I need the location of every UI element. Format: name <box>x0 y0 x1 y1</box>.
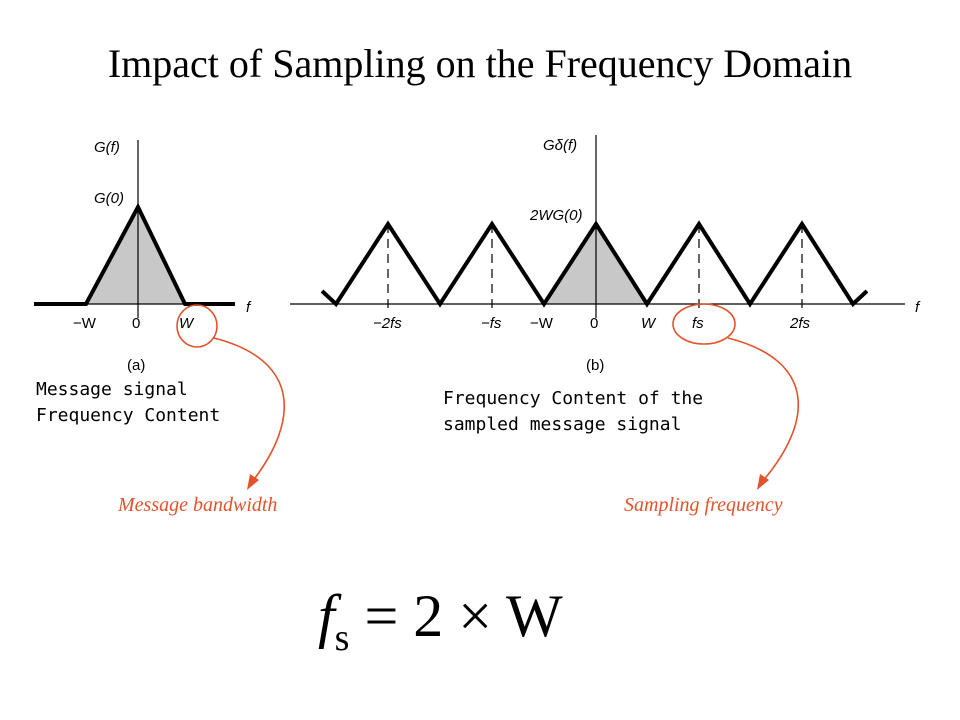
plot-b-tick-neg-w: −W <box>530 315 554 332</box>
plot-b-peak-label: 2WG(0) <box>529 207 583 224</box>
sampling-freq-arrowhead <box>757 474 769 490</box>
bandwidth-arrowhead <box>247 474 259 490</box>
formula-lhs: f <box>318 583 335 649</box>
caption-sampled-signal: Frequency Content of the sampled message… <box>443 388 704 435</box>
plot-a-x-label: f <box>246 299 252 316</box>
plot-a-panel-label: (a) <box>127 357 145 374</box>
plot-a-tick-neg-w: −W <box>73 315 97 332</box>
spectrum-a-line <box>34 202 235 306</box>
plot-a-peak-label: G(0) <box>94 190 124 207</box>
plot-a-tick-zero: 0 <box>132 315 140 332</box>
plot-b-x-label: f <box>915 299 921 316</box>
callout-sampling-frequency: Sampling frequency <box>624 494 783 516</box>
sampling-freq-arrow <box>727 337 800 483</box>
nyquist-formula: fs = 2 × W <box>318 582 563 659</box>
formula-rhs: = 2 × W <box>349 583 563 649</box>
bandwidth-highlight-circle <box>176 304 218 348</box>
sampling-freq-highlight-circle <box>672 303 736 345</box>
plot-a-y-label: G(f) <box>94 139 120 156</box>
callout-message-bandwidth: Message bandwidth <box>118 494 278 516</box>
page-title: Impact of Sampling on the Frequency Doma… <box>107 41 853 86</box>
plot-b-y-label: Gδ(f) <box>543 137 577 154</box>
plot-b: Gδ(f) 2WG(0) f −2fs −fs −W 0 W fs 2fs (b… <box>290 135 921 374</box>
plot-a: G(f) G(0) f −W 0 W (a) <box>34 139 252 374</box>
spectrum-b-line <box>320 220 869 308</box>
plot-b-tick-fs: fs <box>692 315 704 332</box>
plot-b-tick-neg-fs: −fs <box>481 315 502 332</box>
plot-b-tick-2fs: 2fs <box>789 315 811 332</box>
plot-b-tick-w: W <box>641 315 657 332</box>
plot-b-panel-label: (b) <box>586 357 604 374</box>
bandwidth-arrow <box>213 337 286 483</box>
spectrum-a-fill <box>86 207 185 304</box>
plot-b-tick-zero: 0 <box>590 315 598 332</box>
caption-message-signal: Message signal Frequency Content <box>36 379 221 426</box>
formula-subscript: s <box>334 617 350 659</box>
plot-a-tick-w: W <box>179 315 195 332</box>
plot-b-tick-neg-2fs: −2fs <box>373 315 402 332</box>
